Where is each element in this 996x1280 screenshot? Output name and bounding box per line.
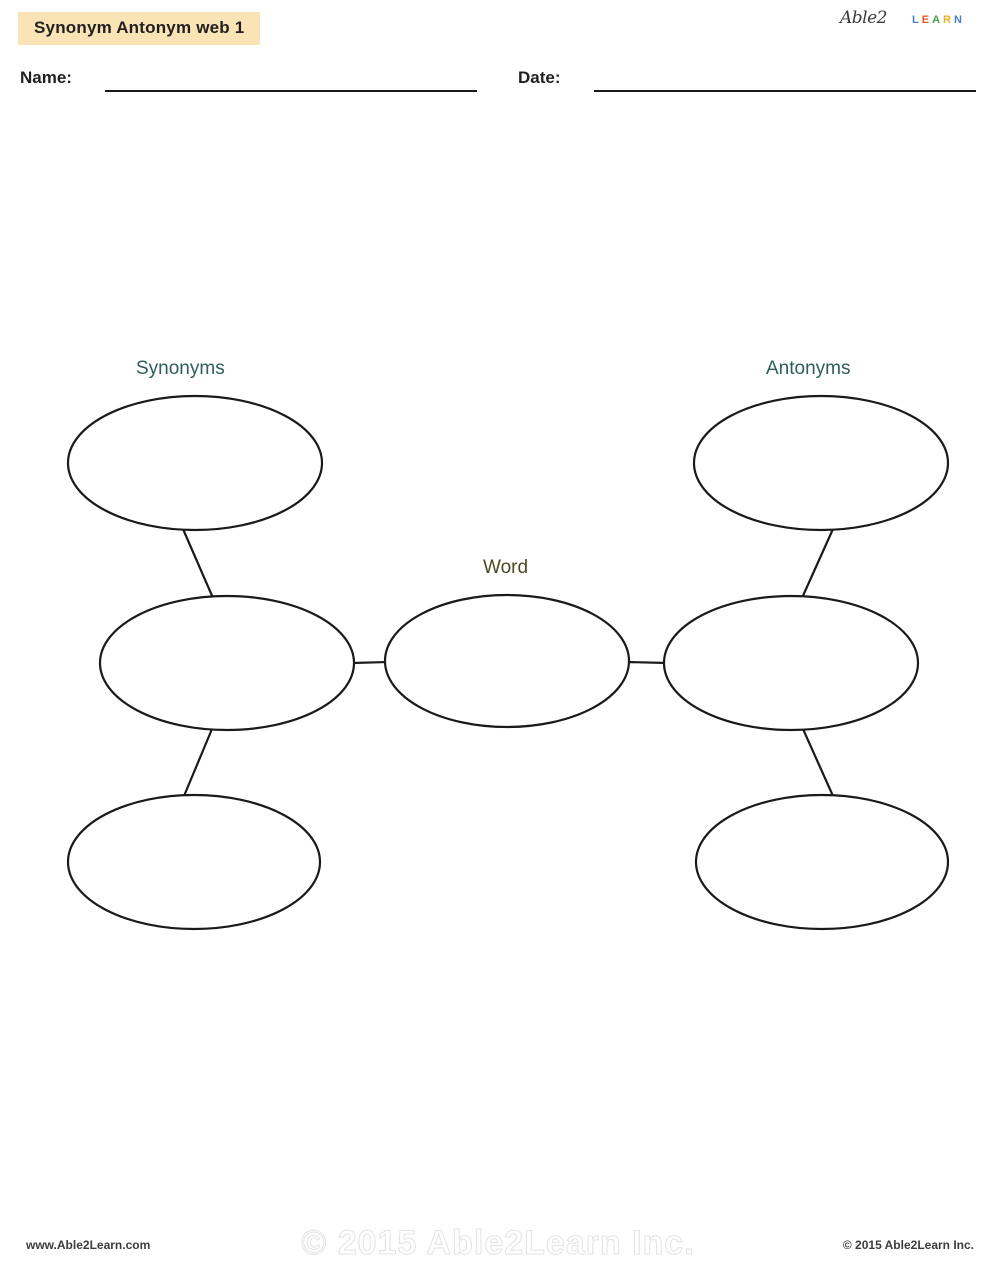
ellipse-synonym-bottom[interactable] (66, 793, 322, 931)
logo-letter-r: R (943, 14, 954, 26)
connector-antonym-middle-to-bottom (801, 728, 835, 797)
logo-letter-a: A (932, 14, 944, 26)
ellipse-antonym-top[interactable] (692, 394, 950, 532)
name-label: Name: (20, 68, 72, 87)
connector-word-to-antonym-middle (626, 660, 668, 665)
ellipse-word-center[interactable] (383, 593, 631, 729)
name-date-row: Name: Date: (0, 68, 996, 94)
ellipse-antonym-bottom[interactable] (694, 793, 950, 931)
name-input-line[interactable] (105, 90, 477, 92)
label-word: Word (483, 557, 529, 578)
logo-letter-e: E (921, 14, 933, 26)
connector-synonym-middle-to-bottom (182, 728, 214, 797)
able2learn-logo: Able2 LEARN (840, 8, 980, 36)
footer-website-link[interactable]: www.Able2Learn.com (26, 1238, 151, 1252)
logo-script-text: Able2 (840, 8, 887, 28)
date-label: Date: (518, 68, 561, 87)
label-synonyms: Synonyms (136, 358, 225, 379)
connector-antonym-top-to-middle (800, 528, 835, 599)
page-title: Synonym Antonym web 1 (18, 12, 261, 45)
ellipse-synonym-middle[interactable] (98, 594, 356, 732)
ellipse-antonym-middle[interactable] (662, 594, 920, 732)
logo-learn-text: LEARN (912, 14, 965, 26)
footer-copyright: © 2015 Able2Learn Inc. (842, 1238, 974, 1252)
date-input-line[interactable] (594, 90, 976, 92)
logo-letter-l: L (912, 14, 922, 26)
logo-letter-n: N (953, 14, 965, 26)
label-antonyms: Antonyms (766, 358, 851, 379)
connector-synonym-middle-to-word (351, 660, 389, 665)
connector-synonym-top-to-middle (181, 528, 215, 599)
ellipse-synonym-top[interactable] (66, 394, 324, 532)
